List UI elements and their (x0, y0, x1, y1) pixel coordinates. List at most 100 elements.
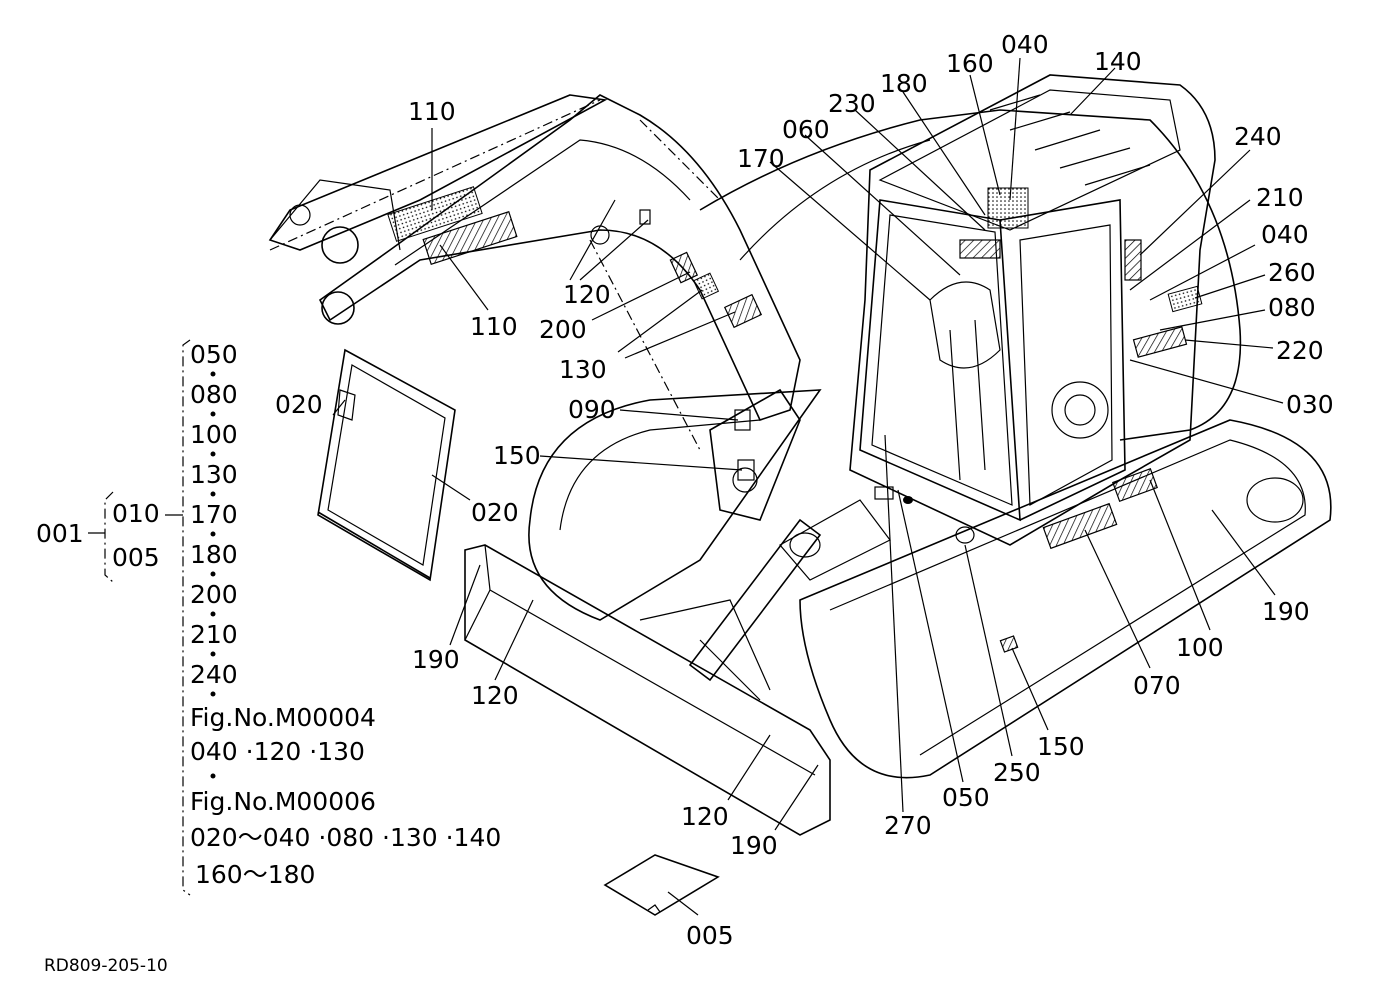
callout-140: 140 (1094, 47, 1142, 76)
track-left (528, 389, 822, 621)
callout-180: 180 (880, 69, 928, 98)
boom-pin-2 (590, 225, 610, 245)
decal-110a (387, 186, 483, 242)
legend-item: 170 (190, 500, 238, 529)
callout-030: 030 (1286, 390, 1334, 419)
legend-item: 080 (190, 380, 238, 409)
callout-110-top: 110 (408, 97, 456, 126)
legend-separators (210, 371, 216, 779)
decal-130 (692, 272, 720, 300)
callout-020-right: 020 (471, 498, 519, 527)
dozer-blade-top (484, 544, 816, 776)
decal-150 (999, 635, 1019, 653)
cab-roof (878, 89, 1181, 231)
callout-150-swing: 150 (493, 441, 541, 470)
decal-220 (1132, 326, 1188, 358)
callout-020-top: 020 (275, 390, 323, 419)
blade-arm (639, 599, 771, 701)
upper-body-inner (739, 139, 931, 261)
boom-hidden-edge (589, 119, 721, 451)
track-right (799, 419, 1332, 779)
arm-pin (321, 226, 359, 264)
boom-pin (321, 291, 355, 325)
callout-070: 070 (1133, 671, 1181, 700)
decal-250 (903, 496, 913, 504)
track-right-inner (829, 439, 1306, 756)
callout-040-top: 040 (1001, 30, 1049, 59)
callout-080: 080 (1268, 293, 1316, 322)
step-050 (955, 526, 975, 544)
callout-120-blade-right: 120 (681, 802, 729, 831)
track-left-inner (559, 419, 761, 531)
callout-050: 050 (942, 783, 990, 812)
control-lever (949, 319, 986, 481)
decal-270 (874, 486, 894, 500)
cab-outline (849, 74, 1216, 546)
callout-200: 200 (539, 315, 587, 344)
window-latch (337, 389, 356, 421)
dozer-blade-face (464, 589, 491, 641)
leader-lines (332, 57, 1284, 916)
engine-part-inner (1064, 394, 1096, 426)
manual-book (603, 854, 720, 916)
legend-branch-005: 005 (112, 543, 160, 572)
callout-220: 220 (1276, 336, 1324, 365)
engine-part (1051, 381, 1109, 439)
arm-centerline (269, 99, 601, 251)
callout-060: 060 (782, 115, 830, 144)
callout-090: 090 (568, 395, 616, 424)
callout-120-boom: 120 (563, 280, 611, 309)
callout-190-blade-right: 190 (730, 831, 778, 860)
decal-130b (723, 293, 763, 329)
decal-100 (1112, 467, 1158, 503)
callout-120-blade-left: 120 (471, 681, 519, 710)
cab-window (871, 214, 1013, 506)
legend-ref1-label: Fig.No.M00004 (190, 703, 376, 732)
callout-190-blade-left: 190 (412, 645, 460, 674)
dozer-blade (464, 544, 831, 836)
callout-260: 260 (1268, 258, 1316, 287)
side-window-sill (317, 511, 431, 579)
cylinder-rod (779, 499, 891, 581)
decal-070 (1042, 502, 1118, 550)
decal-160 (987, 187, 1029, 229)
legend-bracket (182, 339, 191, 896)
legend-item: 130 (190, 460, 238, 489)
arm (268, 94, 608, 251)
callout-170: 170 (737, 144, 785, 173)
legend-item: 210 (190, 620, 238, 649)
swing-pin (732, 467, 758, 493)
legend-root: 001 (36, 519, 84, 548)
excavator-drawing (268, 74, 1332, 916)
callout-130: 130 (559, 355, 607, 384)
drawing-code: RD809-205-10 (44, 956, 168, 976)
legend-ref2-items: 020～040 ·080 ·130 ·140 (190, 823, 501, 852)
decal-200 (669, 251, 699, 284)
decal-240 (1124, 239, 1142, 281)
legend-ref1-items: 040 ·120 ·130 (190, 737, 365, 766)
callout-040-right: 040 (1261, 220, 1309, 249)
legend-item: 100 (190, 420, 238, 449)
side-window-glass (327, 364, 446, 566)
legend-item: 240 (190, 660, 238, 689)
legend-item: 180 (190, 540, 238, 569)
track-roller (1246, 477, 1304, 523)
boom-cylinder (688, 518, 822, 682)
legend-ref2-label: Fig.No.M00006 (190, 787, 376, 816)
callout-160: 160 (946, 49, 994, 78)
upper-body (699, 109, 1242, 441)
legend-item: 050 (190, 340, 238, 369)
legend-sub-bracket (104, 491, 114, 583)
callout-240: 240 (1234, 122, 1282, 151)
legend-branch-010: 010 (112, 499, 160, 528)
swing-bracket (709, 388, 801, 521)
callout-250: 250 (993, 758, 1041, 787)
roof-slots (989, 94, 1151, 186)
callout-100: 100 (1176, 633, 1224, 662)
bucket-link-pin (289, 204, 311, 226)
manual-corner (647, 904, 661, 913)
boom-inner (394, 139, 691, 266)
cylinder-eye (789, 532, 821, 558)
callout-210: 210 (1256, 183, 1304, 212)
callout-270: 270 (884, 811, 932, 840)
